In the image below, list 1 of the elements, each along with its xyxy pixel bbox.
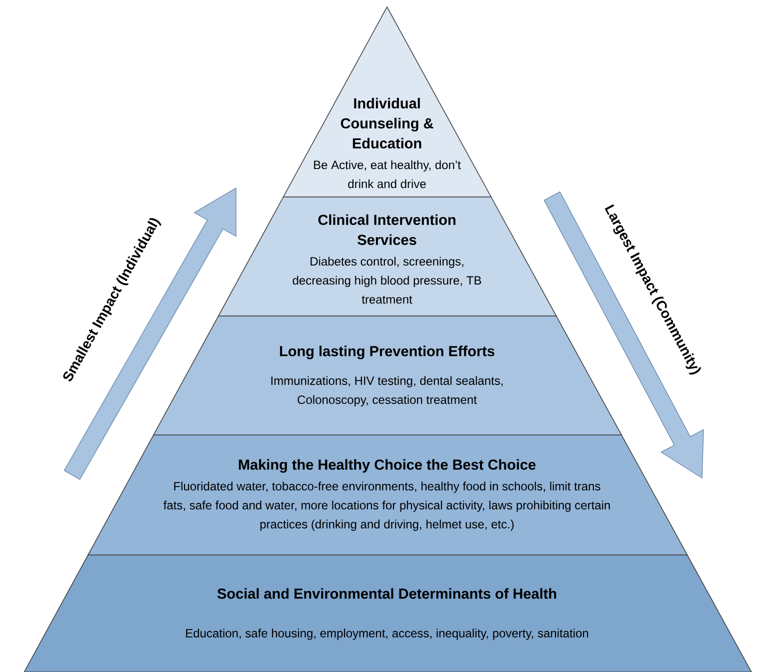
pyramid-level: Social and Environmental Determinants of Health Education, safe housing, employment, access, inequality, poverty, sanitation [24,554,752,672]
